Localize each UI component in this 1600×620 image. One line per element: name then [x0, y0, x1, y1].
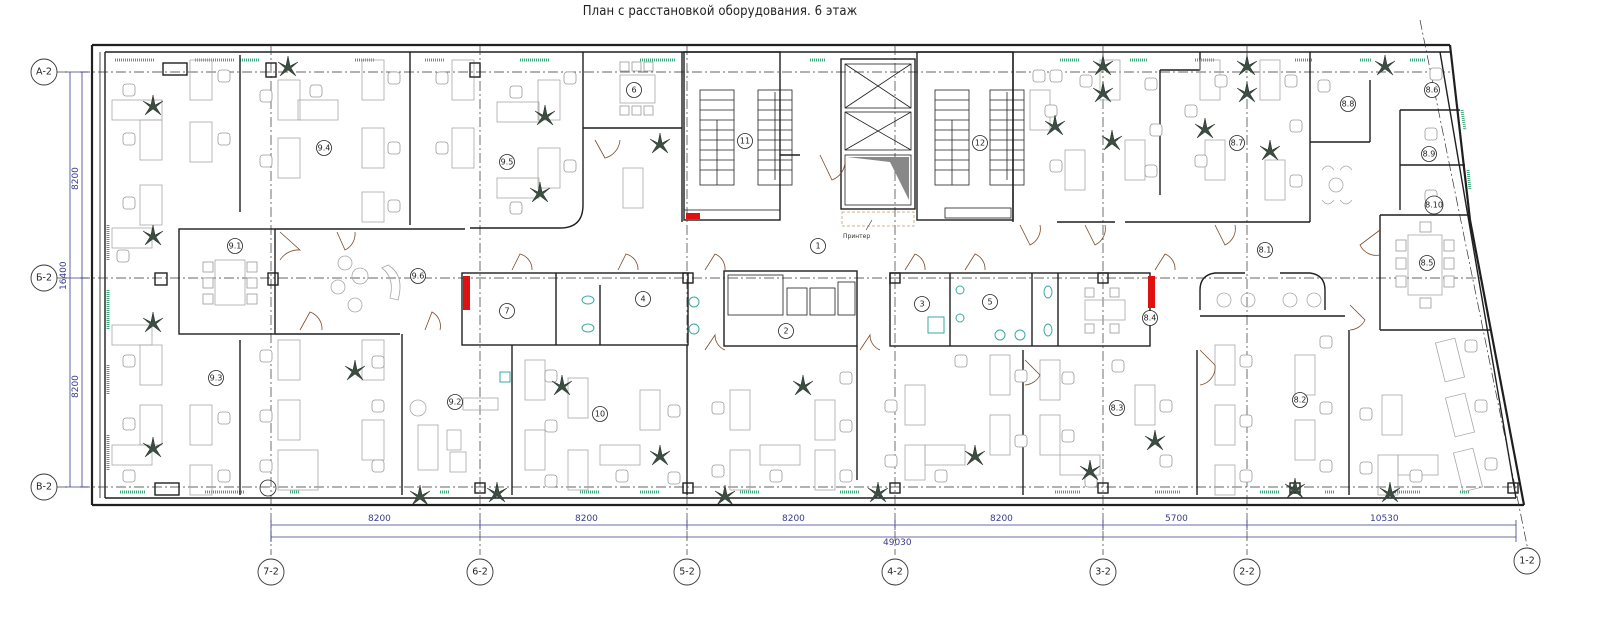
axis-bubble-2-2 [1233, 558, 1261, 586]
room-label: 9.2 [449, 398, 462, 407]
room-tag-6 [626, 82, 642, 98]
dim-B-V: 8200 [71, 375, 81, 398]
lounge-furniture [259, 165, 1353, 497]
room-label: 11 [740, 137, 750, 146]
room-label: 7 [504, 307, 509, 316]
chairs [116, 61, 1498, 488]
svg-text:5-2: 5-2 [679, 567, 695, 578]
axis-bubble-5-2 [673, 558, 701, 586]
room-label: 9.6 [412, 272, 425, 281]
dim-6-5: 8200 [575, 514, 598, 524]
room-label: 9.1 [229, 242, 242, 251]
printer-label: Принтер [843, 233, 870, 240]
room-label: 2 [783, 327, 788, 336]
svg-text:7-2: 7-2 [263, 567, 279, 578]
room-tag-8-10 [1424, 195, 1444, 215]
sanitary-fixtures [499, 285, 1053, 383]
room-tag-8-7 [1229, 135, 1245, 151]
axis-bubbles: А-2 Б-2 В-2 7-2 6-2 5-2 4-2 3-2 2-2 1-2 [30, 58, 1541, 586]
room-label: 12 [975, 139, 985, 148]
room-tag-8-1 [1257, 242, 1273, 258]
room-label: 8.9 [1423, 150, 1436, 159]
dim-3-2: 5700 [1165, 514, 1188, 524]
room-label: 10 [595, 410, 605, 419]
room-tag-9-5 [499, 154, 515, 170]
room-label: 8.6 [1426, 86, 1439, 95]
svg-text:В-2: В-2 [36, 482, 52, 493]
room-tag-8-9 [1421, 146, 1437, 162]
room-label: 8.7 [1231, 139, 1244, 148]
door-swings [279, 139, 1381, 386]
room-label: 8.5 [1421, 259, 1434, 268]
room-tag-1 [810, 238, 826, 254]
room-tag-8-5 [1419, 255, 1435, 271]
fire-equipment [463, 213, 1155, 310]
svg-text:2-2: 2-2 [1239, 567, 1255, 578]
axis-bubble-4-2 [881, 558, 909, 586]
room-label: 8.2 [1294, 396, 1307, 405]
svg-text:А-2: А-2 [36, 67, 52, 78]
room-label: 9.4 [318, 144, 331, 153]
room-tag-9-2 [447, 394, 463, 410]
dimension-lines: 8200 8200 8200 8200 5700 10530 49030 820… [59, 71, 1517, 548]
room-tag-2 [778, 323, 794, 339]
room-label: 9.3 [210, 374, 223, 383]
stairs-12 [934, 89, 1025, 186]
room-label: 6 [631, 86, 636, 95]
room-tag-9-1 [227, 238, 243, 254]
axis-bubble-7-2 [257, 558, 285, 586]
dim-2-1: 10530 [1370, 514, 1399, 524]
room-tag-8-2 [1292, 392, 1308, 408]
svg-text:6-2: 6-2 [472, 567, 488, 578]
stairs-11 [699, 89, 793, 186]
axis-bubble-6-2 [466, 558, 494, 586]
room-tag-8-4 [1142, 310, 1158, 326]
dim-5-4: 8200 [782, 514, 805, 524]
room-tag-10 [592, 406, 608, 422]
dim-7-6: 8200 [368, 514, 391, 524]
desks [111, 59, 1484, 496]
room-tag-11 [737, 133, 753, 149]
room-tag-9-4 [316, 140, 332, 156]
room-tag-4 [635, 291, 651, 307]
room-tag-8-3 [1109, 400, 1125, 416]
exterior-walls [90, 19, 1531, 561]
axis-bubble-1-2 [1513, 547, 1541, 575]
window-markers [106, 58, 1472, 494]
room-tag-8-8 [1340, 96, 1356, 112]
svg-text:3-2: 3-2 [1095, 567, 1111, 578]
dim-total-horizontal: 49030 [883, 538, 912, 548]
room-label: 8.10 [1425, 201, 1443, 210]
interior-walls [178, 51, 1490, 495]
dim-4-3: 8200 [990, 514, 1013, 524]
room-tag-3 [914, 296, 930, 312]
columns [154, 62, 1519, 496]
room-tag-5 [982, 294, 998, 310]
dim-total-vertical: 16400 [59, 261, 69, 290]
room-label: 8.8 [1342, 100, 1355, 109]
room-tag-9-3 [208, 370, 224, 386]
room-tag-7 [499, 303, 515, 319]
room-label: 1 [815, 242, 820, 251]
dim-A-B: 8200 [71, 167, 81, 190]
printer-area: Принтер [841, 211, 915, 240]
svg-text:Б-2: Б-2 [36, 273, 52, 284]
room-label: 5 [987, 298, 992, 307]
axis-grid [80, 45, 1520, 555]
room-tag-12 [972, 135, 988, 151]
svg-text:1-2: 1-2 [1519, 556, 1535, 567]
room-label: 4 [640, 295, 645, 304]
room-label: 9.5 [501, 158, 514, 167]
axis-bubble-3-2 [1089, 558, 1117, 586]
room-tag-9-6 [410, 268, 426, 284]
room-tag-8-6 [1424, 82, 1440, 98]
room-label: 8.1 [1259, 246, 1272, 255]
plants [142, 54, 1401, 506]
room-label: 3 [919, 300, 924, 309]
room-label: 8.3 [1111, 404, 1124, 413]
drawing-title: План с расстановкой оборудования. 6 этаж [582, 4, 858, 19]
room-label: 8.4 [1144, 314, 1157, 323]
svg-text:4-2: 4-2 [887, 567, 903, 578]
